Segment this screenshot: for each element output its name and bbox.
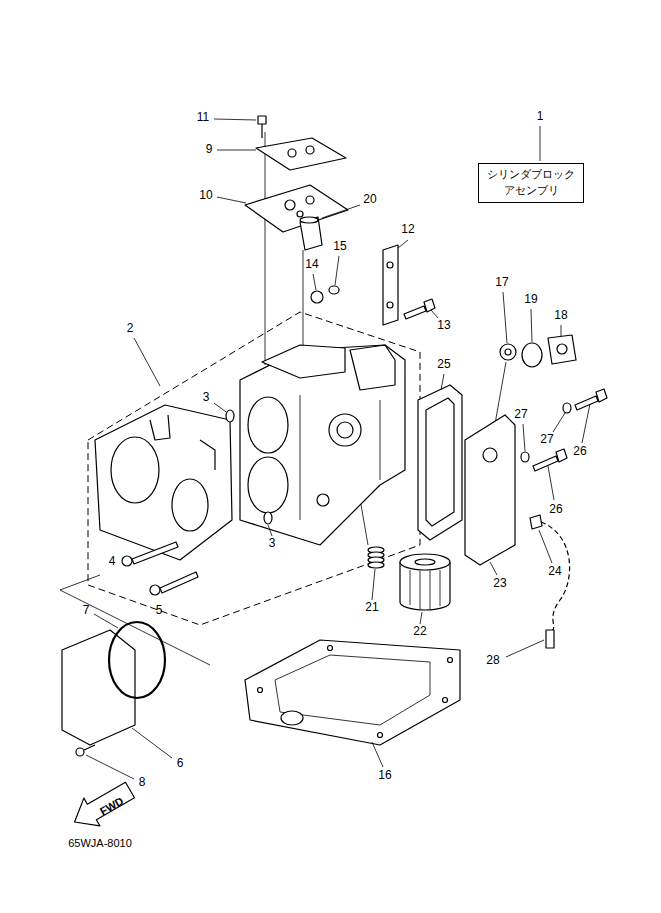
callout-number: 12	[401, 223, 414, 236]
callout-number: 7	[83, 604, 90, 617]
callout-number: 18	[554, 309, 567, 322]
callout-number: 22	[413, 625, 426, 638]
callout-number: 19	[524, 293, 537, 306]
callout-number: 27	[514, 408, 527, 421]
callout-number: 1	[537, 110, 544, 123]
drawing-code: 65WJA-8010	[68, 837, 132, 849]
callout-number: 15	[333, 240, 346, 253]
callout-number: 23	[493, 577, 506, 590]
callout-number: 11	[197, 111, 209, 124]
node-title: シリンダブロック アセンブリ	[483, 167, 579, 199]
callout-number: 26	[573, 445, 586, 458]
callout-number: 26	[549, 503, 562, 516]
callout-number: 21	[365, 601, 378, 614]
callout-number: 20	[363, 193, 376, 206]
callout-number: 16	[378, 769, 391, 782]
callout-number: 6	[177, 757, 184, 770]
callout-number: 17	[495, 276, 508, 289]
callout-number: 25	[437, 358, 450, 371]
title-box: シリンダブロック アセンブリ	[478, 163, 584, 203]
direction-label: FWD	[98, 795, 126, 818]
callout-number: 2	[127, 322, 134, 335]
callout-number: 5	[156, 604, 163, 617]
callout-number: 9	[206, 143, 213, 156]
callout-number: 28	[486, 654, 499, 667]
callout-number: 13	[437, 319, 450, 332]
callout-number: 24	[548, 565, 561, 578]
callout-number: 14	[305, 258, 318, 271]
callout-number: 3	[203, 391, 210, 404]
callout-number: 8	[139, 776, 146, 789]
callout-number: 10	[199, 189, 212, 202]
callout-number: 3	[269, 537, 276, 550]
callout-number: 4	[109, 555, 116, 568]
callout-number: 27	[540, 433, 553, 446]
